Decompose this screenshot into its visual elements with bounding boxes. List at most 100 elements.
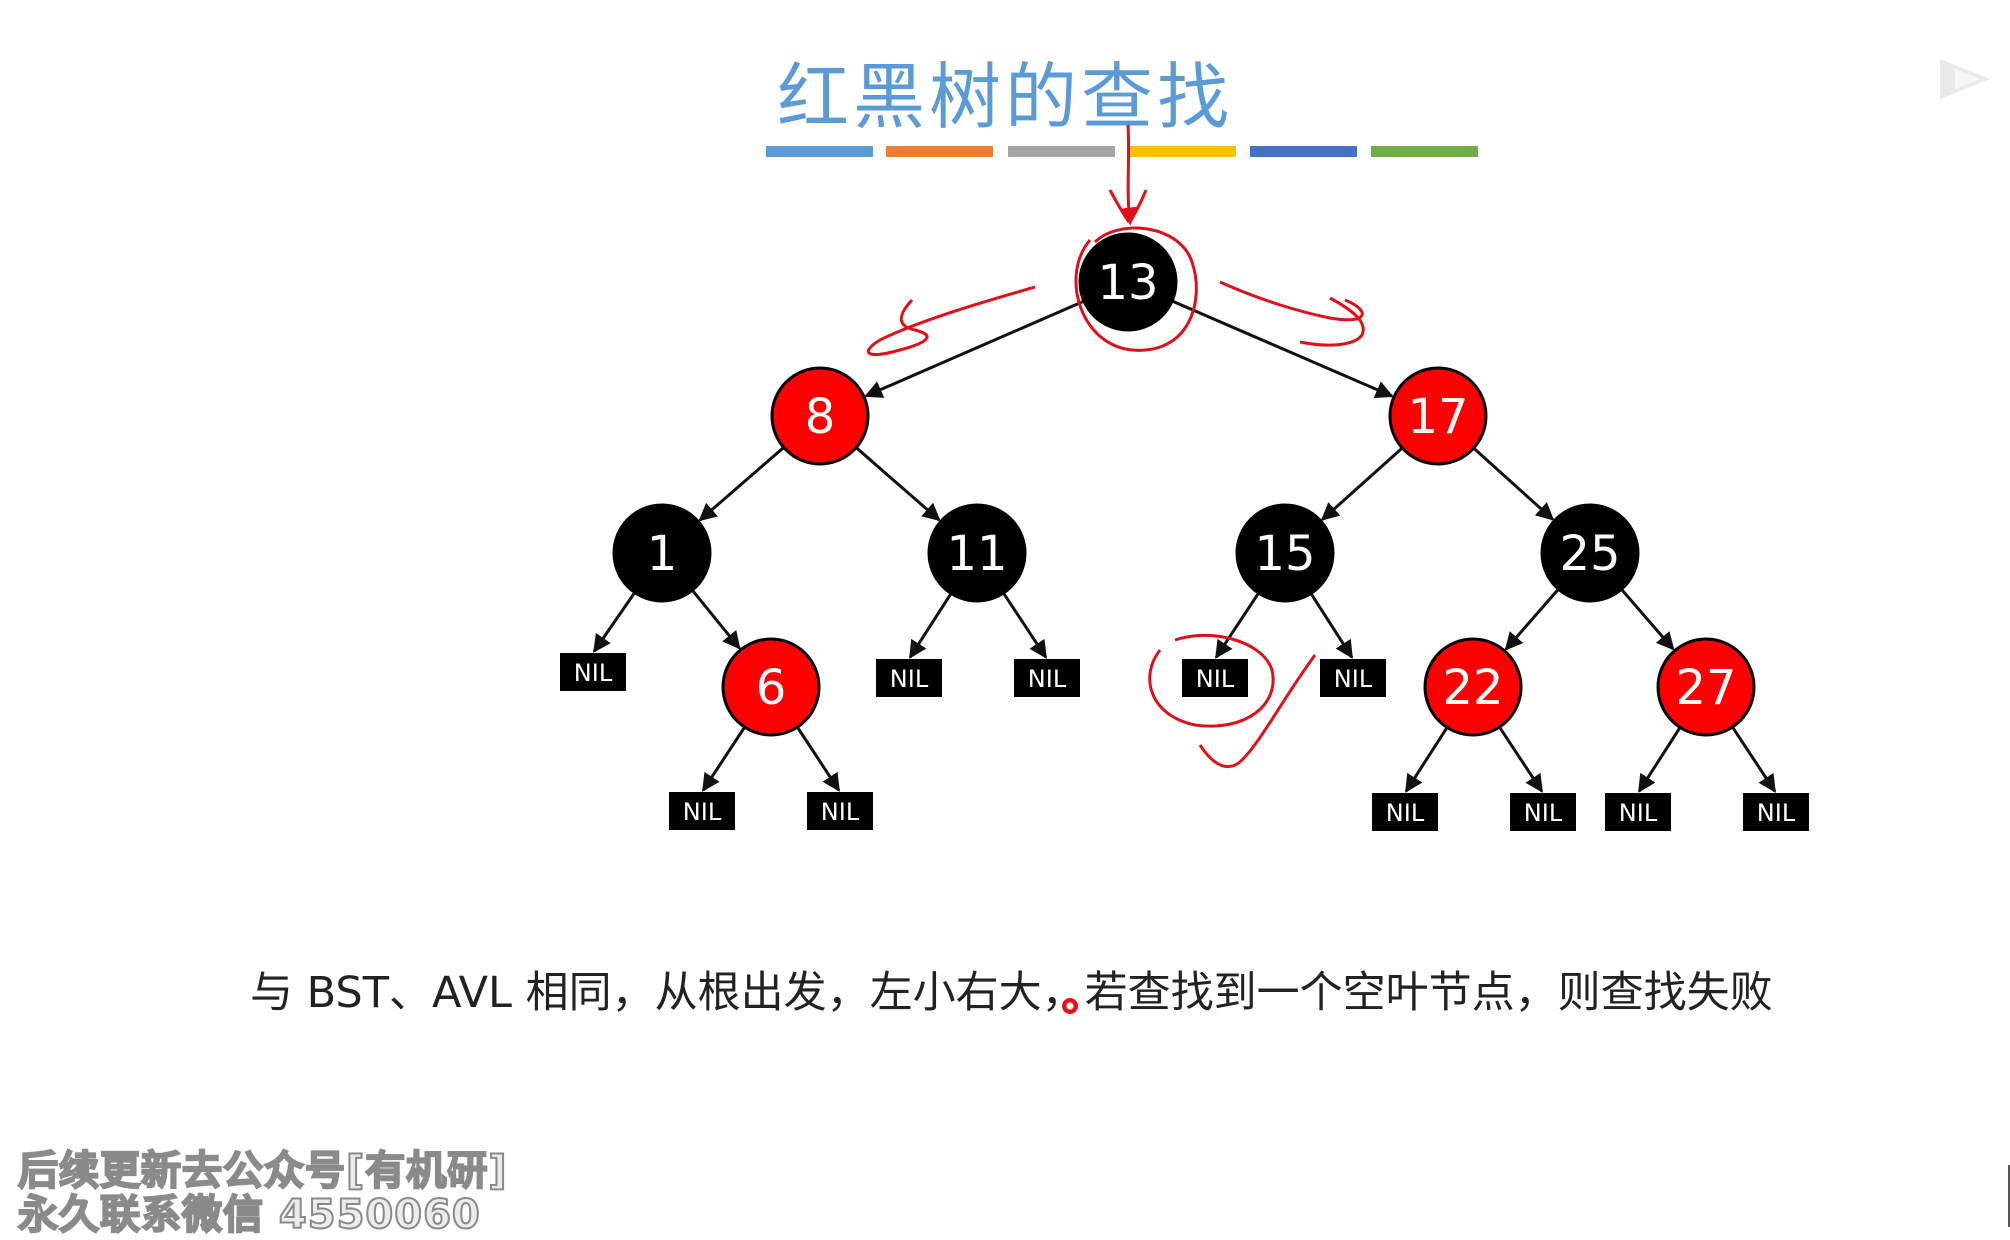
nil-edge (1214, 592, 1260, 659)
tree-node-27: 27 (1656, 637, 1756, 737)
color-bar-2 (886, 146, 993, 157)
tree-node-22: 22 (1423, 637, 1523, 737)
tree-node-13: 13 (1078, 232, 1178, 332)
annotation-nil-circle (1148, 633, 1275, 728)
node-label: 6 (756, 660, 787, 716)
node-circle (721, 637, 821, 737)
nil-leaf: NIL (669, 792, 735, 830)
nil-edge (1498, 726, 1544, 793)
annotation-right-arrow (1219, 280, 1365, 347)
nil-edge (796, 726, 841, 792)
nil-leaf: NIL (560, 653, 626, 691)
node-circle (1540, 503, 1640, 603)
annotation-down-arrow-tail (1108, 189, 1148, 223)
nil-label: NIL (1524, 799, 1563, 827)
node-label: 25 (1559, 526, 1620, 582)
nil-label: NIL (1028, 665, 1067, 693)
nil-label: NIL (1757, 799, 1796, 827)
node-label: 1 (647, 526, 678, 582)
color-bar-4 (1129, 146, 1236, 157)
node-circle (1656, 637, 1756, 737)
nil-box (876, 659, 942, 697)
annotation-checkmark (1198, 654, 1317, 769)
nil-edge (1309, 592, 1354, 659)
watermark-line-1: 后续更新去公众号[有机研] (17, 1147, 508, 1195)
tree-edge (855, 446, 941, 522)
color-bar-1 (766, 146, 873, 157)
node-label: 11 (946, 526, 1007, 582)
color-bar-5 (1250, 146, 1357, 157)
nil-leaf: NIL (1320, 659, 1386, 697)
edge-line (2008, 1165, 2010, 1227)
nil-box (1605, 793, 1671, 831)
tree-node-8: 8 (770, 366, 870, 466)
node-circle (927, 503, 1027, 603)
node-circle (1423, 637, 1523, 737)
laser-pointer (1062, 998, 1078, 1014)
node-circle (770, 366, 870, 466)
node-label: 22 (1442, 660, 1503, 716)
nil-edge (592, 591, 636, 653)
color-bar-6 (1371, 146, 1478, 157)
nil-label: NIL (1334, 665, 1373, 693)
nil-label: NIL (1619, 799, 1658, 827)
annotation-left-arrow (867, 285, 1036, 357)
nil-label: NIL (683, 798, 722, 826)
nil-leaf: NIL (1014, 659, 1080, 697)
nil-box (807, 792, 873, 830)
node-circle (1078, 232, 1178, 332)
node-label: 17 (1407, 389, 1468, 445)
handwritten-annotations (867, 124, 1365, 769)
tree-edge (691, 589, 741, 650)
tree-node-17: 17 (1388, 366, 1488, 466)
nil-box (1510, 793, 1576, 831)
nil-leaf: NIL (876, 659, 942, 697)
player-logo-icon (1920, 44, 2010, 114)
nil-edge (1404, 726, 1449, 793)
tree-node-15: 15 (1235, 503, 1335, 603)
node-label: 27 (1675, 660, 1736, 716)
nil-edge (1002, 592, 1048, 659)
nil-edge (908, 592, 953, 659)
description-text: 与 BST、AVL 相同，从根出发，左小右大，若查找到一个空叶节点，则查找失败 (250, 968, 1773, 1018)
nil-leaf: NIL (1372, 793, 1438, 831)
tree-node-1: 1 (612, 503, 712, 603)
color-bar-3 (1008, 146, 1115, 157)
nil-edge (701, 726, 746, 792)
nil-box (1743, 793, 1809, 831)
nil-box (1372, 793, 1438, 831)
nil-leaf: NIL (1605, 793, 1671, 831)
node-label: 15 (1254, 526, 1315, 582)
nil-edge (1637, 726, 1682, 793)
nil-label: NIL (1196, 665, 1235, 693)
slide-title: 红黑树的查找 (776, 55, 1233, 139)
nil-label: NIL (1386, 799, 1425, 827)
nil-edge (1731, 726, 1777, 793)
tree-edge (1504, 588, 1560, 651)
node-circle (612, 503, 712, 603)
nil-leaf: NIL (807, 792, 873, 830)
watermark-line-2: 永久联系微信 4550060 (17, 1191, 481, 1239)
nil-label: NIL (890, 665, 929, 693)
tree-node-11: 11 (927, 503, 1027, 603)
nil-label: NIL (821, 798, 860, 826)
annotation-down-arrow (1119, 124, 1138, 226)
tree-edge (1171, 299, 1394, 398)
tree-node-25: 25 (1540, 503, 1640, 603)
node-label: 13 (1097, 255, 1158, 311)
node-circle (1388, 366, 1488, 466)
nil-box (1182, 659, 1248, 697)
nil-leaf: NIL (1743, 793, 1809, 831)
nil-box (560, 653, 626, 691)
nil-label: NIL (574, 659, 613, 687)
tree-edges (592, 299, 1777, 793)
nil-box (1014, 659, 1080, 697)
tree-edge (1472, 447, 1555, 521)
tree-edge (1320, 446, 1404, 521)
tree-edge (698, 446, 785, 522)
nil-box (669, 792, 735, 830)
nil-box (1320, 659, 1386, 697)
tree-node-6: 6 (721, 637, 821, 737)
